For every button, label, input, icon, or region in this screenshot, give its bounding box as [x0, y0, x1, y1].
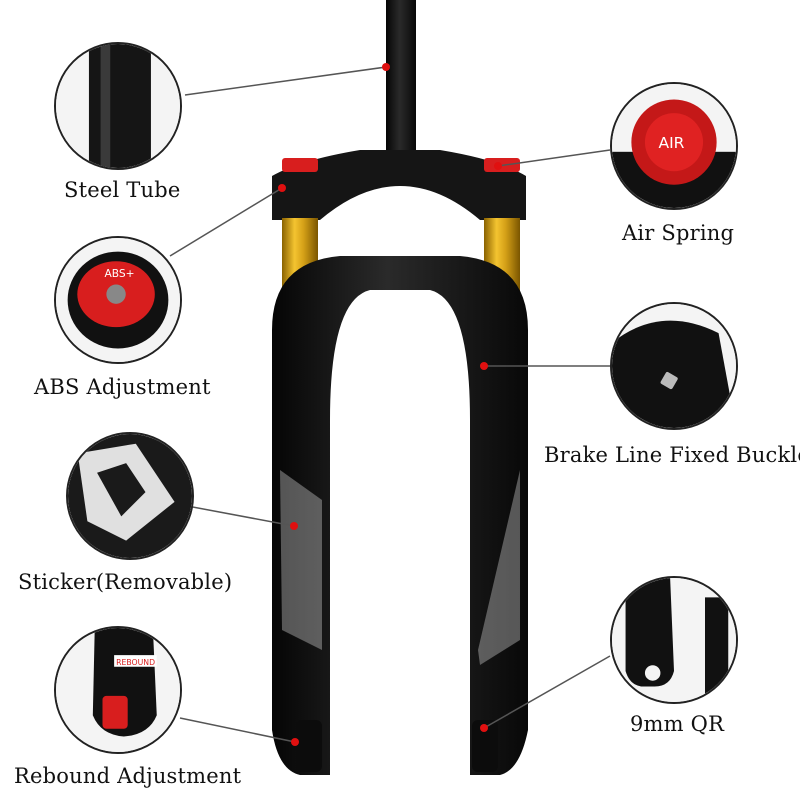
sticker-label: Sticker(Removable): [18, 570, 233, 594]
right-sticker-graphic: [478, 470, 520, 665]
qr-label: 9mm QR: [630, 712, 725, 736]
abs-adjustment-detail-image: ABS+: [56, 238, 180, 362]
brake-line-detail: [610, 302, 738, 430]
air-cap-text: AIR: [659, 134, 685, 152]
air-spring-label: Air Spring: [622, 221, 735, 245]
sticker-detail: [66, 432, 194, 560]
qr-detail-image: [612, 578, 736, 702]
right-dropout: [472, 720, 498, 772]
left-sticker-graphic: [280, 470, 322, 650]
sticker-detail-image: [68, 434, 192, 558]
marker-dots: [278, 63, 502, 746]
abs-knob-text: ABS+: [104, 267, 134, 280]
left-dropout: [296, 720, 322, 772]
brake-line-label: Brake Line Fixed Buckle: [544, 443, 800, 467]
rebound-adjustment-label: Rebound Adjustment: [14, 764, 242, 788]
air-spring-detail: AIR: [610, 82, 738, 210]
brake-line-detail-image: [612, 304, 736, 428]
qr-detail: [610, 576, 738, 704]
steerer-tube: [386, 0, 416, 150]
fork-crown: [272, 150, 526, 220]
callout-lines: [169, 66, 611, 743]
abs-adjustment-detail: ABS+: [54, 236, 182, 364]
rebound-adjustment-detail-image: REBOUND: [56, 628, 180, 752]
abs-adjustment-label: ABS Adjustment: [34, 375, 211, 399]
rebound-adjustment-detail: REBOUND: [54, 626, 182, 754]
steel-tube-detail: [54, 42, 182, 170]
left-top-cap: [282, 158, 318, 172]
steel-tube-detail-image: [56, 44, 180, 168]
steel-tube-label: Steel Tube: [64, 178, 181, 202]
rebound-tag-text: REBOUND: [116, 658, 155, 667]
air-spring-detail-image: AIR: [612, 84, 736, 208]
